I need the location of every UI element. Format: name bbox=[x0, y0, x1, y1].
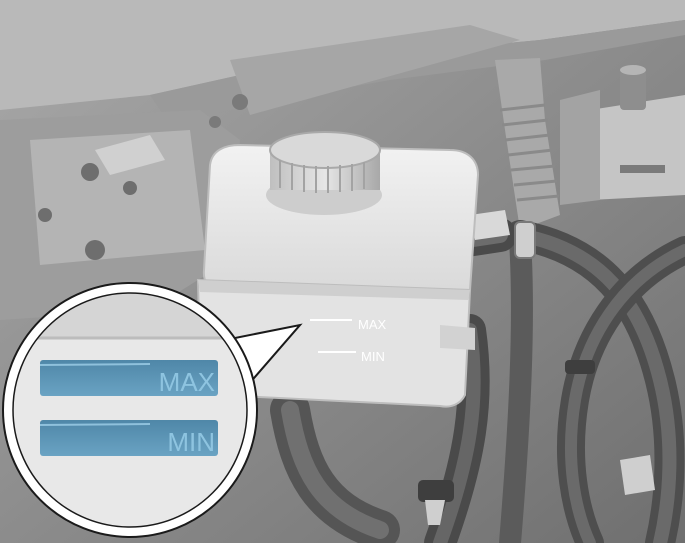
strut-brace bbox=[0, 0, 685, 125]
corrugated-hose bbox=[495, 58, 560, 230]
left-bracket bbox=[0, 94, 248, 320]
magnifier-min-marking bbox=[40, 420, 218, 456]
reservoir-max-label: MAX bbox=[358, 317, 387, 332]
magnifier-max-marking bbox=[40, 360, 218, 396]
battery-box bbox=[560, 65, 685, 205]
hoses bbox=[270, 218, 685, 543]
reservoir-min-label: MIN bbox=[361, 349, 385, 364]
magnifier-min-label: MIN bbox=[167, 427, 215, 457]
magnifier-lens-content bbox=[8, 288, 252, 532]
magnifier-max-label: MAX bbox=[159, 367, 215, 397]
brake-fluid-reservoir bbox=[196, 131, 480, 408]
magnifier-ring bbox=[3, 283, 257, 537]
